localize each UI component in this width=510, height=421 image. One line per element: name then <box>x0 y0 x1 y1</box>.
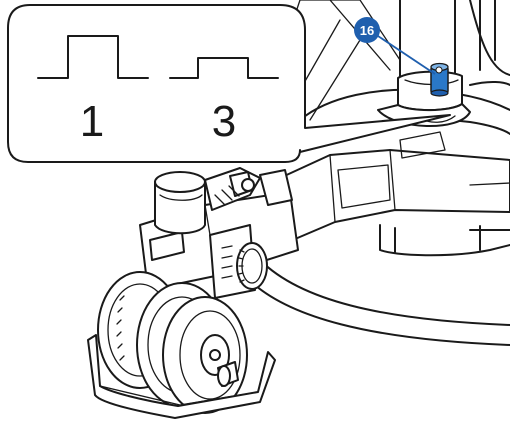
high-profile-icon <box>37 35 149 79</box>
ribbed-knob <box>209 224 268 299</box>
wheel-guard <box>87 334 276 419</box>
low-profile-icon <box>169 57 279 79</box>
locking-pin <box>217 361 239 387</box>
callout-number: 16 <box>360 23 374 38</box>
arm-beam <box>279 131 510 243</box>
callout-16: 16 <box>354 17 436 75</box>
top-cylinder <box>154 171 206 235</box>
adjustment-knob <box>430 62 449 97</box>
position-1: 1 <box>37 35 149 146</box>
height-setting-inset: 1 3 <box>7 4 451 163</box>
position-3-label: 3 <box>212 97 236 146</box>
position-3: 3 <box>169 57 279 146</box>
position-1-label: 1 <box>80 97 104 146</box>
latch-lever <box>204 167 293 211</box>
